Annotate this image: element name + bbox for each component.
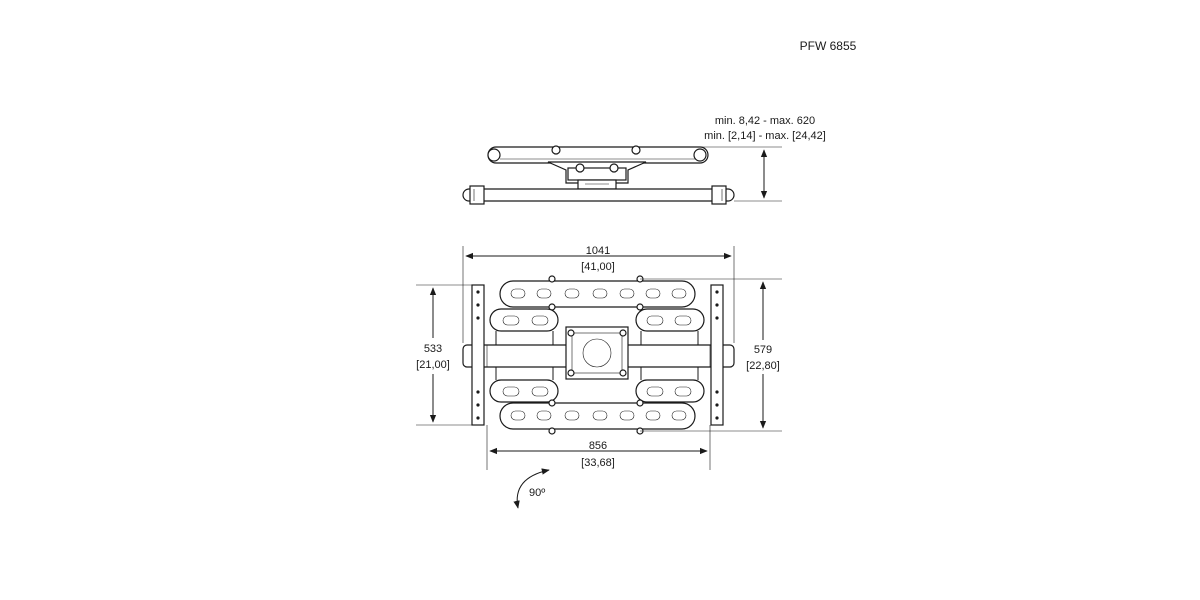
depth-label-inch: min. [2,14] - max. [24,42] [704,130,826,142]
right-height-inch: [22,80] [746,360,780,372]
model-label: PFW 6855 [800,39,857,53]
left-height-dimension: 533 [21,00] [412,284,472,426]
inner-width-mm: 856 [589,440,607,452]
overall-width-mm: 1041 [586,245,610,257]
front-view [462,275,735,435]
inner-width-inch: [33,68] [581,457,615,469]
left-height-mm: 533 [424,343,442,355]
right-height-mm: 579 [754,344,772,356]
rotation-indicator: 90º [513,468,550,509]
right-height-dimension: 579 [22,80] [640,278,786,432]
top-view [462,145,735,205]
depth-label-mm: min. 8,42 - max. 620 [715,115,815,127]
inner-width-dimension: 856 [33,68] [486,425,711,470]
overall-width-inch: [41,00] [581,261,615,273]
left-height-inch: [21,00] [416,359,450,371]
rotation-label: 90º [529,487,545,499]
overall-width-dimension: 1041 [41,00] [462,245,735,343]
depth-dimension: min. 8,42 - max. 620 min. [2,14] - max. … [700,115,826,202]
